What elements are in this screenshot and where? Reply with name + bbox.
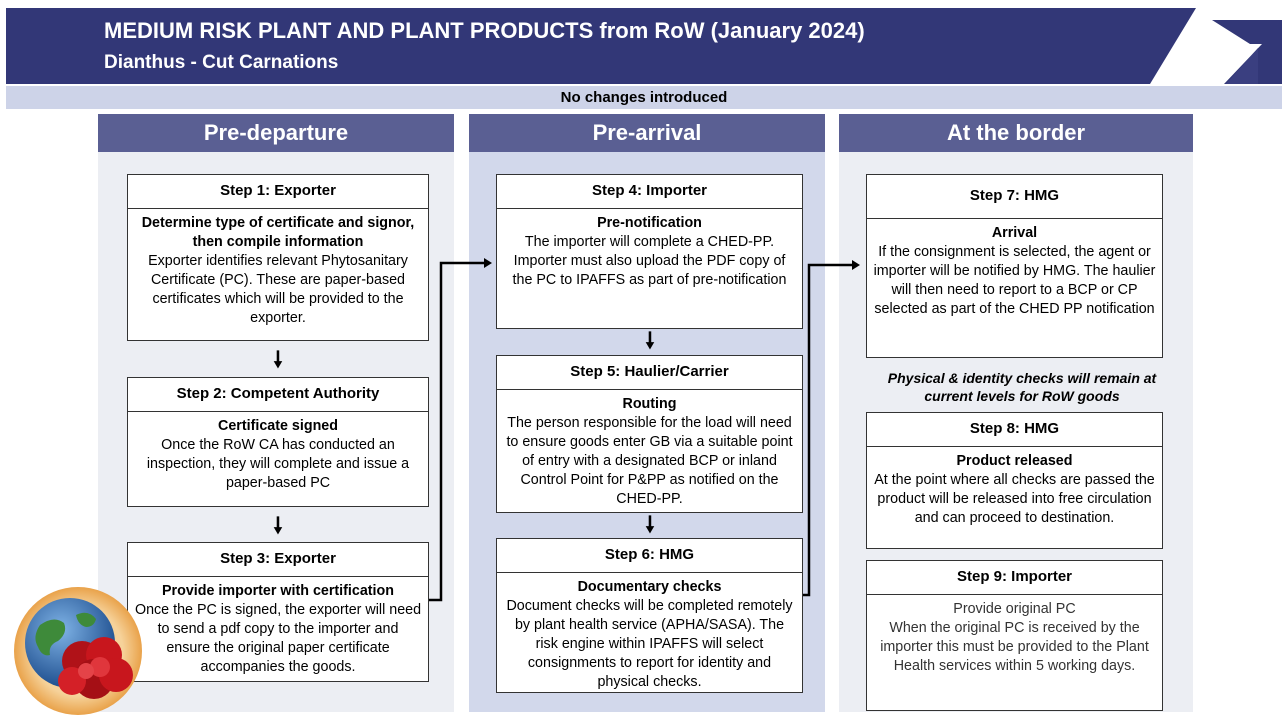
- step-5-card: Step 5: Haulier/Carrier Routing The pers…: [496, 355, 803, 513]
- step-title: Step 6: HMG: [497, 539, 802, 573]
- connector-arrowhead-icon: [484, 258, 492, 268]
- step-description: Exporter identifies relevant Phytosanita…: [148, 253, 408, 326]
- step-description: Document checks will be completed remote…: [506, 598, 793, 690]
- step-title: Step 5: Haulier/Carrier: [497, 356, 802, 390]
- step-description: The person responsible for the load will…: [506, 415, 793, 507]
- step-subtitle: Product released: [956, 453, 1073, 469]
- step-title: Step 4: Importer: [497, 175, 802, 209]
- globe-carnation-icon: [14, 587, 142, 715]
- step-description: The importer will complete a CHED-PP. Im…: [512, 234, 787, 288]
- step-title: Step 8: HMG: [867, 413, 1162, 447]
- step-subtitle: Provide importer with certification: [162, 583, 394, 599]
- step-subtitle: Pre-notification: [597, 215, 702, 231]
- step-title: Step 1: Exporter: [128, 175, 428, 209]
- step-subtitle: Determine type of certificate and signor…: [141, 215, 415, 250]
- header-band: [6, 8, 1282, 84]
- step-9-card: Step 9: Importer Provide original PC Whe…: [866, 560, 1163, 711]
- connector-step3-to-step4: [428, 261, 486, 602]
- page-title: MEDIUM RISK PLANT AND PLANT PRODUCTS fro…: [104, 18, 865, 43]
- step-subtitle: Certificate signed: [218, 418, 338, 434]
- step-6-card: Step 6: HMG Documentary checks Document …: [496, 538, 803, 693]
- step-1-card: Step 1: Exporter Determine type of certi…: [127, 174, 429, 341]
- step-7-card: Step 7: HMG Arrival If the consignment i…: [866, 174, 1163, 358]
- down-arrow-icon: 🠗: [273, 347, 283, 372]
- step-title: Step 2: Competent Authority: [128, 378, 428, 412]
- step-description: Once the PC is signed, the exporter will…: [134, 602, 422, 675]
- down-arrow-icon: 🠗: [645, 512, 655, 537]
- step-subtitle: Routing: [622, 396, 677, 412]
- step-subtitle: Documentary checks: [577, 579, 722, 595]
- step-title: Step 9: Importer: [867, 561, 1162, 595]
- arrow-logo-icon: [1212, 20, 1282, 84]
- column-header-at-the-border: At the border: [839, 114, 1193, 152]
- step-3-card: Step 3: Exporter Provide importer with c…: [127, 542, 429, 682]
- step-description: At the point where all checks are passed…: [874, 472, 1155, 526]
- down-arrow-icon: 🠗: [273, 513, 283, 538]
- column-header-pre-departure: Pre-departure: [98, 114, 454, 152]
- step-description: When the original PC is received by the …: [880, 620, 1149, 674]
- connector-arrowhead-icon: [852, 260, 860, 270]
- status-banner: No changes introduced: [6, 86, 1282, 109]
- down-arrow-icon: 🠗: [645, 328, 655, 353]
- connector-step6-to-step7: [798, 263, 853, 597]
- step-8-card: Step 8: HMG Product released At the poin…: [866, 412, 1163, 549]
- step-subtitle: Arrival: [991, 225, 1038, 241]
- border-checks-note: Physical & identity checks will remain a…: [887, 370, 1157, 404]
- step-description: If the consignment is selected, the agen…: [873, 244, 1156, 317]
- step-4-card: Step 4: Importer Pre-notification The im…: [496, 174, 803, 329]
- page-subtitle: Dianthus - Cut Carnations: [104, 52, 339, 73]
- header: MEDIUM RISK PLANT AND PLANT PRODUCTS fro…: [0, 0, 1282, 84]
- step-subtitle: Provide original PC: [953, 601, 1076, 617]
- step-title: Step 3: Exporter: [128, 543, 428, 577]
- step-title: Step 7: HMG: [867, 175, 1162, 219]
- step-description: Once the RoW CA has conducted an inspect…: [146, 437, 410, 491]
- step-2-card: Step 2: Competent Authority Certificate …: [127, 377, 429, 507]
- column-header-pre-arrival: Pre-arrival: [469, 114, 825, 152]
